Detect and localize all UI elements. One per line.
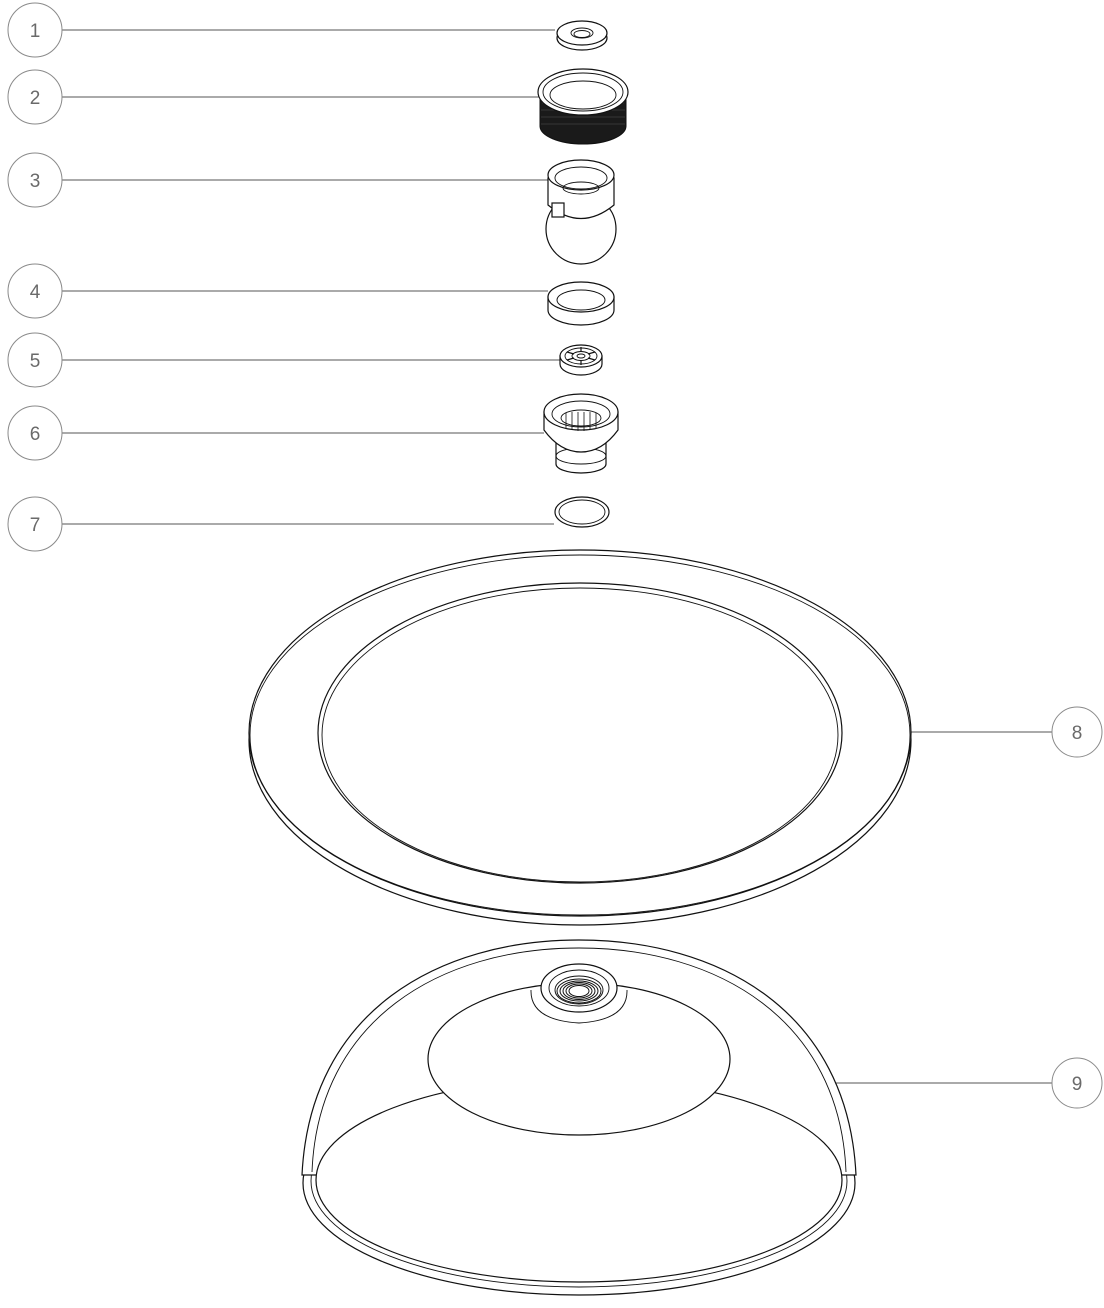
part-ball-joint	[545, 159, 617, 265]
callout-2-label: 2	[30, 88, 41, 109]
callout-5: 5	[7, 332, 63, 388]
callout-7: 7	[7, 496, 63, 552]
part-o-ring	[554, 496, 610, 528]
callout-9-label: 9	[1072, 1074, 1083, 1095]
callout-9: 9	[1051, 1057, 1103, 1109]
callout-4: 4	[7, 263, 63, 319]
callout-8-label: 8	[1072, 723, 1083, 744]
callout-1-label: 1	[30, 21, 41, 42]
callout-8: 8	[1051, 706, 1103, 758]
callout-5-label: 5	[30, 351, 41, 372]
callout-6: 6	[7, 405, 63, 461]
callout-4-label: 4	[30, 282, 41, 303]
part-flow-restrictor	[559, 344, 603, 376]
part-swivel-connector	[543, 393, 619, 474]
part-threaded-nut	[537, 68, 629, 145]
part-washer	[556, 20, 608, 51]
callout-3: 3	[7, 152, 63, 208]
part-face-plate	[248, 549, 912, 926]
part-ball-seat-ring	[547, 281, 615, 326]
callout-1: 1	[7, 2, 63, 58]
callout-7-label: 7	[30, 515, 41, 536]
callout-2: 2	[7, 69, 63, 125]
callout-3-label: 3	[30, 171, 41, 192]
callout-6-label: 6	[30, 424, 41, 445]
part-showerhead-body	[301, 939, 857, 1296]
